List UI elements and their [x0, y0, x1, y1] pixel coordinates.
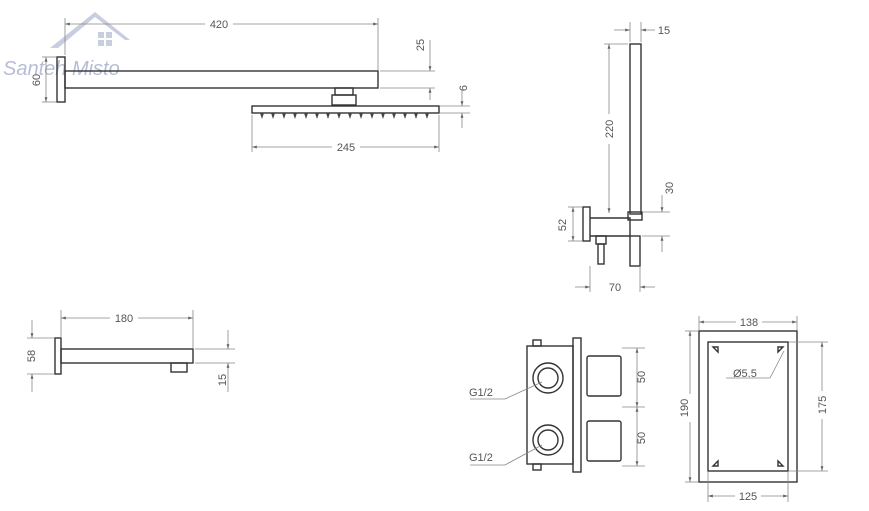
hand-shower-rail: [629, 43, 642, 215]
nozzle-icon: [381, 113, 385, 119]
nozzle-icon: [414, 113, 418, 119]
nozzle-icon: [392, 113, 396, 119]
label-inlet-top: G1/2: [469, 387, 493, 399]
logo: Santeh Misto: [3, 12, 130, 80]
dim-box-inner-height: 175: [817, 396, 829, 414]
dim-valve-spacing-top: 50: [636, 371, 648, 383]
dim-projection: 70: [609, 282, 621, 294]
nozzle-icon: [359, 113, 363, 119]
valve-handle-top: [586, 355, 622, 397]
dim-head-width: 245: [337, 142, 355, 154]
box-outer: [698, 330, 798, 483]
valve-drawing: G1/2 G1/2 50 50: [469, 337, 648, 473]
dim-flange-height: 60: [31, 74, 43, 86]
nozzle-icon: [304, 113, 308, 119]
spout-drawing: 180 58 15: [26, 310, 235, 392]
nozzle-icon: [370, 113, 374, 119]
dim-valve-spacing-bottom: 50: [636, 432, 648, 444]
nozzle-icon: [425, 113, 429, 119]
label-inlet-bottom: G1/2: [469, 452, 493, 464]
nozzle-icon: [293, 113, 297, 119]
wall-outlet-flange: [582, 206, 591, 242]
dim-outlet-height: 52: [557, 219, 569, 231]
spout-body: [60, 348, 194, 364]
logo-roof-icon: [50, 12, 130, 48]
logo-text: Santeh Misto: [3, 58, 120, 80]
shower-arm: [64, 70, 379, 89]
box-inner: [707, 341, 789, 472]
nozzle-icon: [260, 113, 264, 119]
nozzle-icon: [271, 113, 275, 119]
dim-arm-height: 25: [415, 39, 427, 51]
spout-flange: [54, 337, 62, 375]
dim-spout-outlet: 15: [217, 374, 229, 386]
nozzle-icon: [326, 113, 330, 119]
dim-spout-flange: 58: [26, 350, 38, 362]
dim-box-outer-width: 138: [740, 317, 758, 329]
valve-handle-bottom: [586, 420, 622, 462]
label-hole-diameter: Ø5.5: [733, 368, 757, 380]
box-drawing: Ø5.5 138 125 190 175: [679, 315, 830, 503]
dim-spout-length: 180: [115, 313, 133, 325]
inlet-top-circle: [532, 362, 564, 394]
dim-top-width: 15: [658, 25, 670, 37]
valve-plate: [572, 337, 582, 473]
nozzle-icon: [337, 113, 341, 119]
shower-head-drawing: 420 25 60 6 245: [31, 17, 470, 154]
nozzle-icon: [315, 113, 319, 119]
inlet-bottom-circle: [532, 424, 564, 456]
dim-bracket-height: 30: [664, 182, 676, 194]
dim-rail-length: 220: [604, 120, 616, 138]
nozzle-icon: [348, 113, 352, 119]
dim-box-outer-height: 190: [679, 399, 691, 417]
nozzle-icon: [403, 113, 407, 119]
dim-arm-length: 420: [210, 19, 228, 31]
nozzle-icon: [282, 113, 286, 119]
hand-shower-drawing: 15 220 30 52 70: [557, 22, 676, 294]
dim-box-inner-width: 125: [739, 491, 757, 503]
dim-head-thickness: 6: [458, 85, 470, 91]
shower-head-plate: [251, 105, 440, 114]
